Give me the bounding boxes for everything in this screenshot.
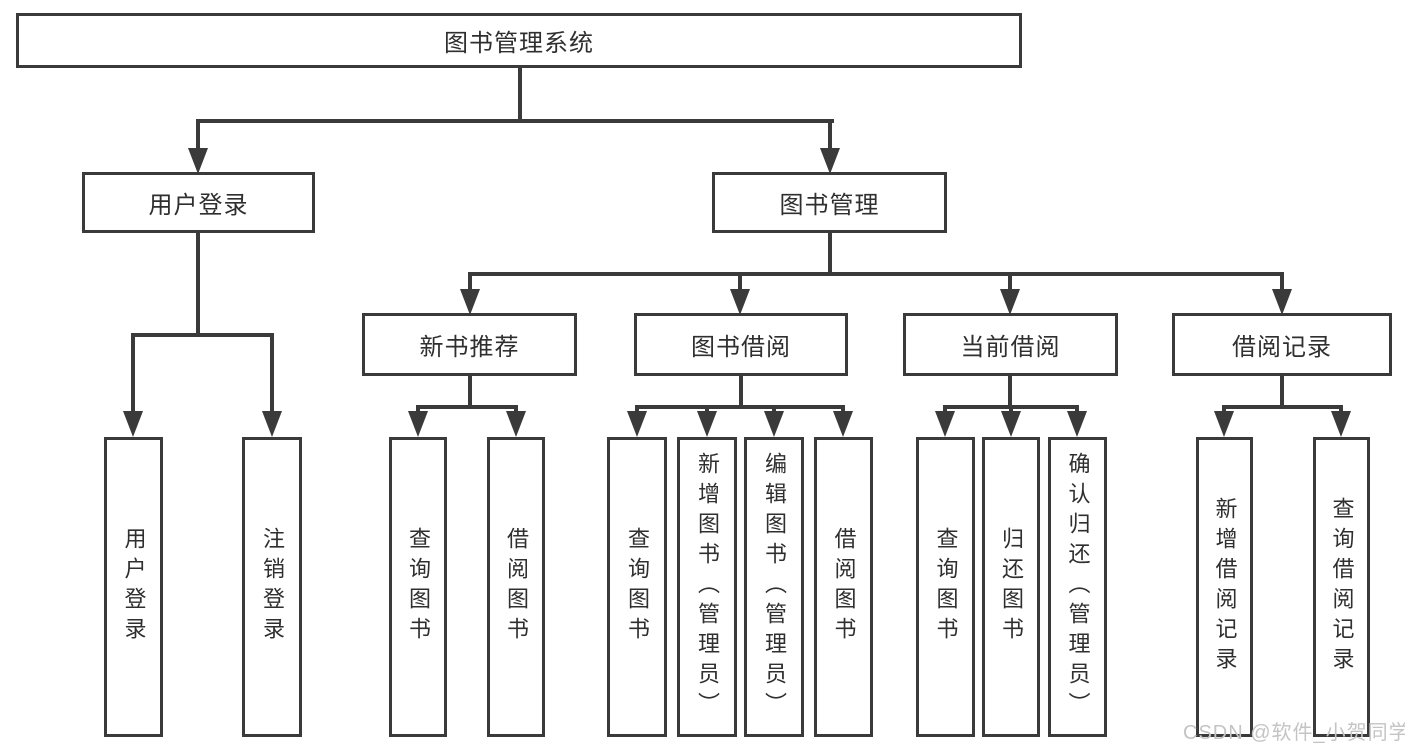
arrow-down-icon (262, 411, 282, 437)
connector-line (943, 405, 947, 415)
arrow-down-icon (1001, 411, 1021, 437)
connector-line (416, 405, 420, 415)
connector-line (131, 333, 135, 414)
connector-line (705, 405, 709, 415)
node-label: 当前借阅 (960, 334, 1061, 361)
connector-line (1222, 405, 1226, 415)
node-label: 查询图书 (625, 527, 650, 647)
node-label: 用户登录 (148, 192, 249, 219)
leaf-query-books: 查询图书 (916, 437, 975, 737)
leaf-confirm-return-admin: 确认归还（管理员） (1048, 437, 1107, 737)
node-label: 借阅图书 (504, 527, 529, 647)
leaf-add-book-admin: 新增图书（管理员） (677, 437, 737, 737)
leaf-user-login: 用户登录 (104, 437, 163, 737)
connector-line (416, 405, 518, 409)
arrow-down-icon (1331, 411, 1351, 437)
arrow-down-icon (1000, 289, 1020, 315)
node-label: 新增图书（管理员） (695, 452, 720, 722)
node-label: 注销登录 (260, 527, 285, 647)
arrow-down-icon (820, 148, 840, 174)
node-new-book-recommend: 新书推荐 (362, 313, 577, 376)
leaf-edit-book-admin: 编辑图书（管理员） (744, 437, 804, 737)
leaf-query-borrow-record: 查询借阅记录 (1313, 437, 1370, 737)
connector-line (468, 272, 1284, 276)
node-label: 查询图书 (933, 527, 959, 647)
node-label: 借阅记录 (1232, 334, 1332, 361)
connector-line (1280, 272, 1284, 292)
arrow-down-icon (764, 411, 784, 437)
node-label: 新书推荐 (419, 334, 520, 361)
connector-line (739, 376, 743, 409)
connector-line (1008, 376, 1012, 409)
arrow-down-icon (506, 411, 526, 437)
arrow-down-icon (1272, 289, 1292, 315)
arrow-down-icon (627, 411, 647, 437)
connector-line (828, 119, 832, 152)
arrow-down-icon (697, 411, 717, 437)
node-book-borrowing: 图书借阅 (634, 313, 848, 376)
leaf-borrow-books: 借阅图书 (487, 437, 545, 737)
leaf-query-books: 查询图书 (607, 437, 667, 737)
node-label: 图书管理 (779, 192, 880, 219)
arrow-down-icon (123, 411, 143, 437)
connector-line (196, 233, 200, 336)
node-label: 归还图书 (999, 527, 1024, 647)
connector-line (1280, 376, 1284, 409)
arrow-down-icon (188, 148, 208, 174)
node-label: 图书管理系统 (444, 30, 594, 57)
node-label: 查询借阅记录 (1329, 497, 1355, 677)
connector-line (1075, 405, 1079, 415)
leaf-borrow-books: 借阅图书 (814, 437, 873, 737)
arrow-down-icon (1214, 411, 1234, 437)
arrow-down-icon (1067, 411, 1087, 437)
arrow-down-icon (730, 289, 750, 315)
node-label: 确认归还（管理员） (1065, 452, 1091, 722)
watermark-text: CSDN @软件_小贺同学 (1183, 722, 1405, 744)
arrow-down-icon (935, 411, 955, 437)
connector-line (196, 119, 834, 123)
connector-line (635, 405, 845, 409)
arrow-down-icon (833, 411, 853, 437)
connector-line (635, 405, 639, 415)
connector-line (1339, 405, 1343, 415)
leaf-logout: 注销登录 (242, 437, 302, 737)
leaf-query-books: 查询图书 (389, 437, 447, 737)
connector-line (1222, 405, 1343, 409)
connector-line (131, 333, 274, 337)
connector-line (468, 272, 472, 292)
node-borrowing-records: 借阅记录 (1172, 313, 1392, 376)
node-label: 查询图书 (406, 527, 431, 647)
connector-line (468, 376, 472, 409)
connector-line (841, 405, 845, 415)
node-library-management-system: 图书管理系统 (16, 13, 1022, 68)
connector-line (514, 405, 518, 415)
arrow-down-icon (460, 289, 480, 315)
node-label: 用户登录 (121, 527, 147, 647)
node-label: 借阅图书 (831, 527, 857, 647)
connector-line (270, 333, 274, 414)
node-label: 编辑图书（管理员） (762, 452, 787, 722)
connector-line (1008, 272, 1012, 292)
node-user-login: 用户登录 (82, 172, 315, 233)
connector-line (1009, 405, 1013, 415)
connector-line (772, 405, 776, 415)
leaf-add-borrow-record: 新增借阅记录 (1196, 437, 1253, 737)
connector-line (196, 119, 200, 152)
leaf-return-books: 归还图书 (982, 437, 1040, 737)
connector-line (518, 68, 522, 122)
connector-line (738, 272, 742, 292)
node-label: 新增借阅记录 (1212, 497, 1238, 677)
node-book-management: 图书管理 (712, 172, 947, 233)
node-current-borrowing: 当前借阅 (903, 313, 1118, 376)
connector-line (828, 233, 832, 276)
arrow-down-icon (408, 411, 428, 437)
node-label: 图书借阅 (691, 334, 791, 361)
